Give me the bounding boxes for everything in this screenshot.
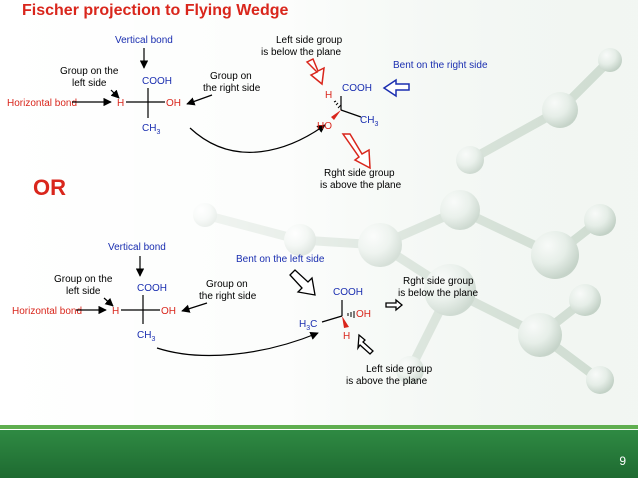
group-left-line2-bottom: left side xyxy=(66,286,101,297)
left-side-above-line1-bottom: Left side group xyxy=(366,364,433,375)
slide-title: Fischer projection to Flying Wedge xyxy=(22,2,289,19)
group-left-pointer-top xyxy=(110,89,120,99)
vertical-bond-label-top: Vertical bond xyxy=(115,35,173,46)
group-left-pointer-bottom xyxy=(103,297,114,307)
red-outline-arrow-up-icon xyxy=(341,133,371,170)
fischer-top-oh: OH xyxy=(166,98,181,109)
left-side-above-line2-bottom: is above the plane xyxy=(346,376,428,387)
right-side-above-line1-top: Rght side group xyxy=(324,168,395,179)
fischer-bottom-h: H xyxy=(112,306,119,317)
fischer-bottom-ch3: CH3 xyxy=(137,330,155,343)
right-side-below-line2-bottom: is below the plane xyxy=(398,288,478,299)
group-right-line2-bottom: the right side xyxy=(199,291,257,302)
page-number: 9 xyxy=(619,454,626,468)
solid-wedge-bottom xyxy=(342,316,349,328)
blue-outline-arrow-left-icon xyxy=(382,78,410,98)
group-right-pointer-top xyxy=(186,94,213,106)
group-left-line1-top: Group on the xyxy=(60,66,119,77)
conversion-arrow-top xyxy=(189,124,326,153)
wedge-top-cooh: COOH xyxy=(342,83,372,94)
wedge-top-ho: HO xyxy=(317,121,332,132)
fischer-bottom-oh: OH xyxy=(161,306,176,317)
wedge-bottom-h3c: H3C xyxy=(299,319,317,332)
fischer-bottom-cooh: COOH xyxy=(137,283,167,294)
wedge-bottom: Bent on the left side Rght side group is… xyxy=(236,254,478,387)
group-right-pointer-bottom xyxy=(181,302,208,313)
black-outline-arrow-downright-icon xyxy=(289,269,316,296)
bent-right-label: Bent on the right side xyxy=(393,60,488,71)
vertical-bond-label-bottom: Vertical bond xyxy=(108,242,166,253)
group-right-line2-top: the right side xyxy=(203,83,261,94)
horizontal-bond-label-bottom: Horizontal bond xyxy=(12,306,82,317)
wedge-bottom-h: H xyxy=(343,331,350,342)
horizontal-bond-label-top: Horizontal bond xyxy=(7,98,77,109)
wedge-top-ch3: CH3 xyxy=(360,115,378,128)
fischer-top-cooh: COOH xyxy=(142,76,172,87)
wedge-bottom-cooh: COOH xyxy=(333,287,363,298)
fischer-bottom: Vertical bond Group on the left side COO… xyxy=(12,242,319,357)
hashed-bond-bottom xyxy=(347,311,355,318)
right-side-below-line1-bottom: Rght side group xyxy=(403,276,474,287)
hashed-bond-top xyxy=(333,100,342,109)
group-right-line1-bottom: Group on xyxy=(206,279,248,290)
bent-left-label: Bent on the left side xyxy=(236,254,325,265)
wedge-top-h: H xyxy=(325,90,332,101)
fischer-top-h: H xyxy=(117,98,124,109)
right-side-above-line2-top: is above the plane xyxy=(320,180,402,191)
left-side-below-line1-top: Left side group xyxy=(276,35,343,46)
group-left-line2-top: left side xyxy=(72,78,107,89)
or-label: OR xyxy=(33,175,66,200)
left-side-below-line2-top: is below the plane xyxy=(261,47,341,58)
wedge-top-right-bond xyxy=(340,109,362,118)
footer-bar xyxy=(0,430,638,478)
wedge-top: Left side group is below the plane Bent … xyxy=(261,35,488,191)
solid-wedge-top xyxy=(331,110,341,120)
conversion-arrow-bottom xyxy=(156,331,319,357)
red-outline-arrow-down-icon xyxy=(305,57,325,86)
group-right-line1-top: Group on xyxy=(210,71,252,82)
group-left-line1-bottom: Group on the xyxy=(54,274,113,285)
diagram-canvas: Vertical bond Group on the left side COO… xyxy=(7,35,488,387)
wedge-bottom-oh: OH xyxy=(356,309,371,320)
footer-divider xyxy=(0,425,638,429)
fischer-top: Vertical bond Group on the left side COO… xyxy=(7,35,326,153)
wedge-bottom-left-bond xyxy=(321,315,343,323)
fischer-top-ch3: CH3 xyxy=(142,123,160,136)
black-outline-arrow-left-icon xyxy=(385,298,404,312)
black-outline-arrow-upleft-icon xyxy=(357,333,374,355)
